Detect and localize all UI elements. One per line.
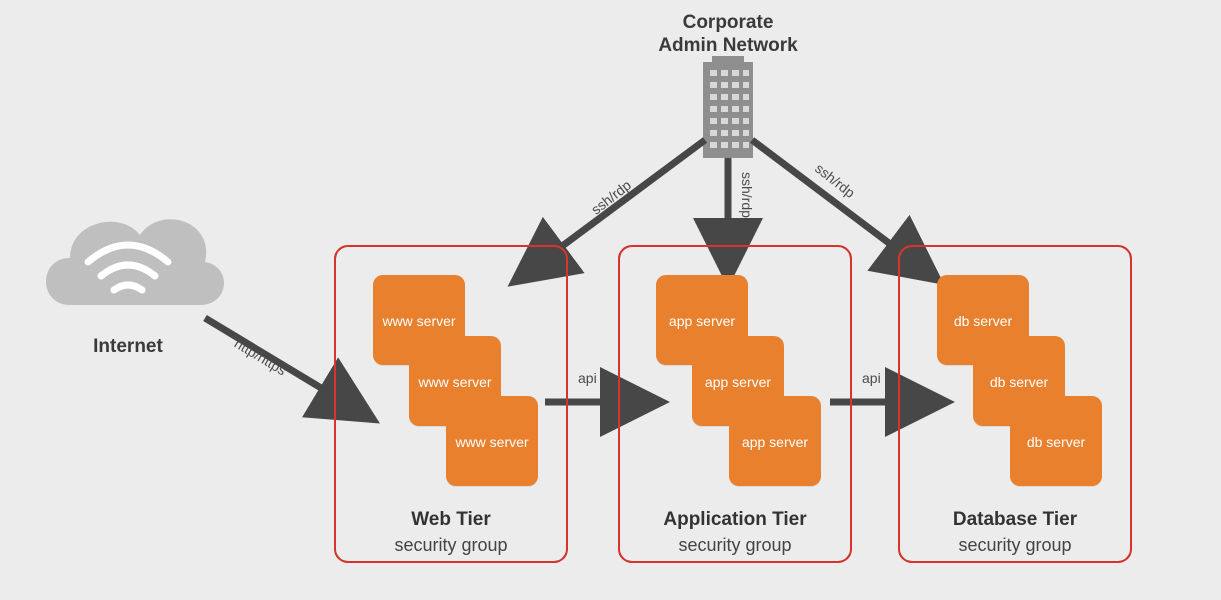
security-group-border — [898, 245, 1132, 563]
server-label: www server — [455, 434, 529, 450]
server-label: www server — [418, 374, 492, 390]
web-server-3: www server — [446, 396, 538, 486]
corporate-building-icon — [703, 56, 753, 158]
security-group-border — [618, 245, 852, 563]
db-server-3: db server — [1010, 396, 1102, 486]
server-label: db server — [1026, 434, 1086, 450]
corporate-label-line2: Admin Network — [658, 35, 798, 56]
server-label: app server — [741, 434, 809, 450]
db-tier-title: Database Tier — [952, 509, 1078, 530]
api-app-db-label: api — [862, 370, 881, 386]
internet-cloud-icon — [46, 219, 224, 305]
app-server-3: app server — [729, 396, 821, 486]
ssh-rdp-app-label: ssh/rdp — [739, 172, 755, 218]
arrow-corp-to-db — [749, 137, 945, 285]
server-label: db server — [953, 313, 1013, 329]
server-label: app server — [668, 313, 736, 329]
web-tier-security-group — [334, 245, 568, 563]
security-group-border — [334, 245, 568, 563]
db-tier-security-group — [898, 245, 1132, 563]
web-tier-subtitle: security group — [394, 535, 508, 555]
web-tier-title: Web Tier — [411, 509, 491, 530]
server-label: app server — [704, 374, 772, 390]
internet-label: Internet — [93, 336, 163, 357]
app-tier-subtitle: security group — [678, 535, 792, 555]
server-label: db server — [989, 374, 1049, 390]
app-tier-security-group — [618, 245, 852, 563]
server-label: www server — [382, 313, 456, 329]
api-web-app-label: api — [578, 370, 597, 386]
corporate-network-label: Corporate Admin Network — [628, 11, 828, 57]
wifi-icon — [84, 241, 172, 294]
arrow-internet-to-web — [203, 315, 380, 424]
corporate-label-line1: Corporate — [682, 12, 774, 33]
db-tier-subtitle: security group — [958, 535, 1072, 555]
app-tier-title: Application Tier — [663, 509, 807, 530]
